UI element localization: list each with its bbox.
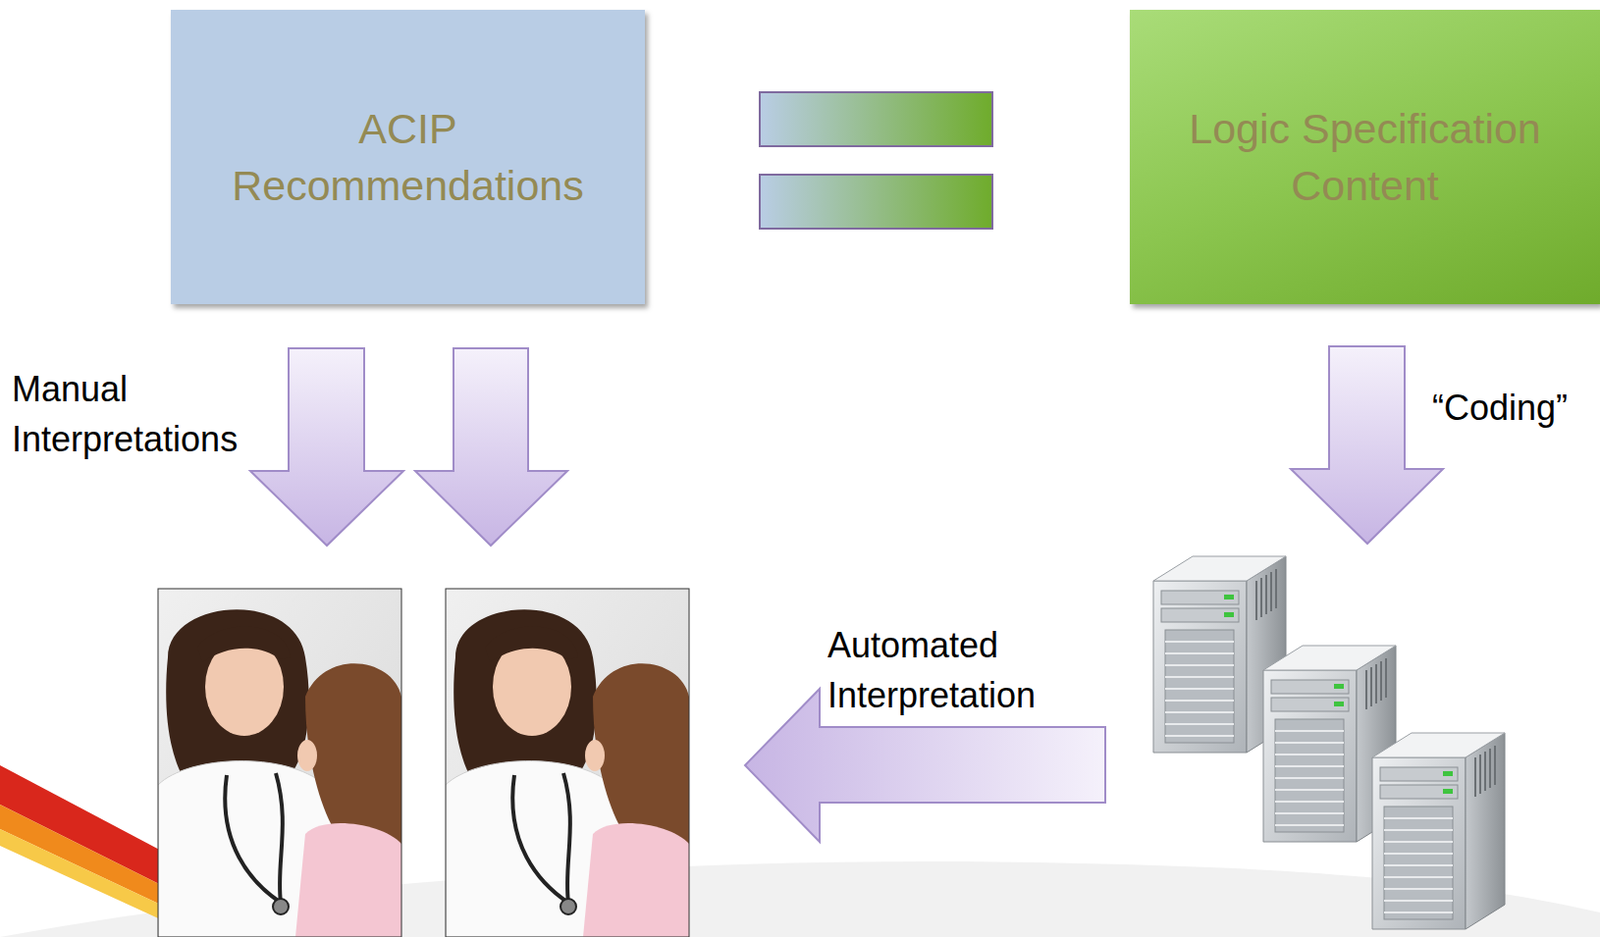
equals-bar (759, 174, 993, 229)
down-arrow (250, 348, 404, 546)
doctor-photo (158, 588, 402, 937)
box-title: ACIP Recommendations (202, 100, 615, 214)
server-tower (1372, 733, 1505, 930)
recommendation-box: ACIP Recommendations (170, 9, 645, 305)
logic-box: Logic Specification Content (1129, 9, 1600, 305)
arrow-label: “Coding” (1432, 382, 1595, 433)
yellow-stripe (0, 829, 167, 923)
photo-frame (158, 588, 402, 937)
arrow-label: Automated Interpretation (827, 620, 1103, 721)
photo-frame (445, 588, 690, 937)
doctor-photo (445, 588, 690, 937)
arrow-label: Manual Interpretations (11, 364, 258, 465)
box-title: Logic Specification Content (1159, 100, 1572, 214)
equals-bar (759, 92, 993, 147)
down-arrow (1290, 346, 1443, 544)
down-arrow (415, 348, 568, 546)
